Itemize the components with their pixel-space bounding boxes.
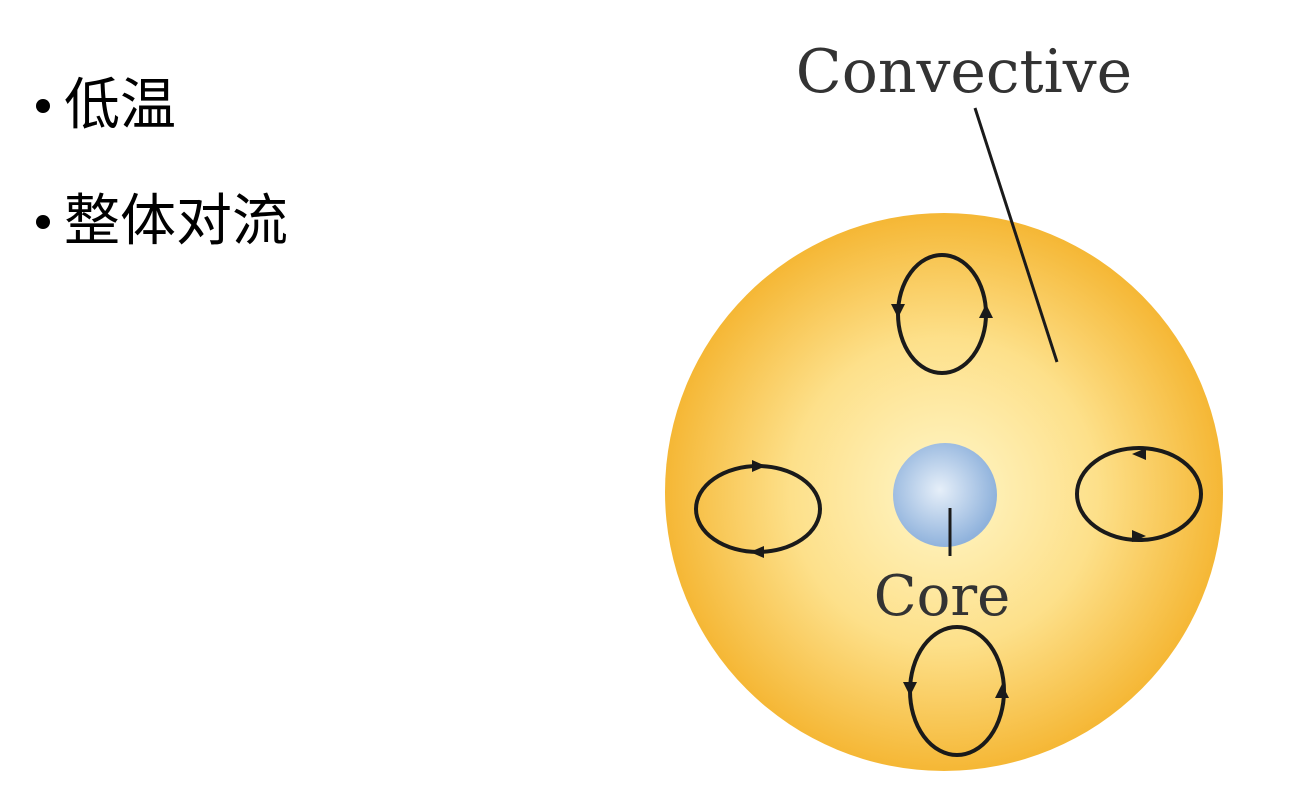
arrow-icon — [752, 460, 766, 472]
core-sphere — [893, 443, 997, 547]
arrow-icon — [995, 684, 1009, 698]
bullet-dot-icon — [36, 99, 50, 113]
convective-label: Convective — [796, 37, 1132, 107]
convection-loop-right — [1075, 446, 1203, 542]
arrow-icon — [1132, 448, 1146, 460]
bullet-item-full-convection: 整体对流 — [36, 182, 288, 262]
arrow-icon — [891, 304, 905, 318]
arrow-icon — [903, 682, 917, 696]
bullet-dot-icon — [36, 215, 50, 229]
core-label: Core — [874, 564, 1010, 629]
arrow-icon — [1132, 530, 1146, 542]
convective-leader-line — [973, 107, 1059, 363]
bullet-text: 整体对流 — [64, 189, 288, 254]
arrow-icon — [750, 546, 764, 558]
convection-arrows — [750, 304, 1146, 698]
bullet-text: 低温 — [64, 73, 176, 138]
bullet-list: 低温 整体对流 — [36, 66, 288, 298]
bullet-item-low-temperature: 低温 — [36, 66, 288, 146]
arrow-icon — [979, 304, 993, 318]
